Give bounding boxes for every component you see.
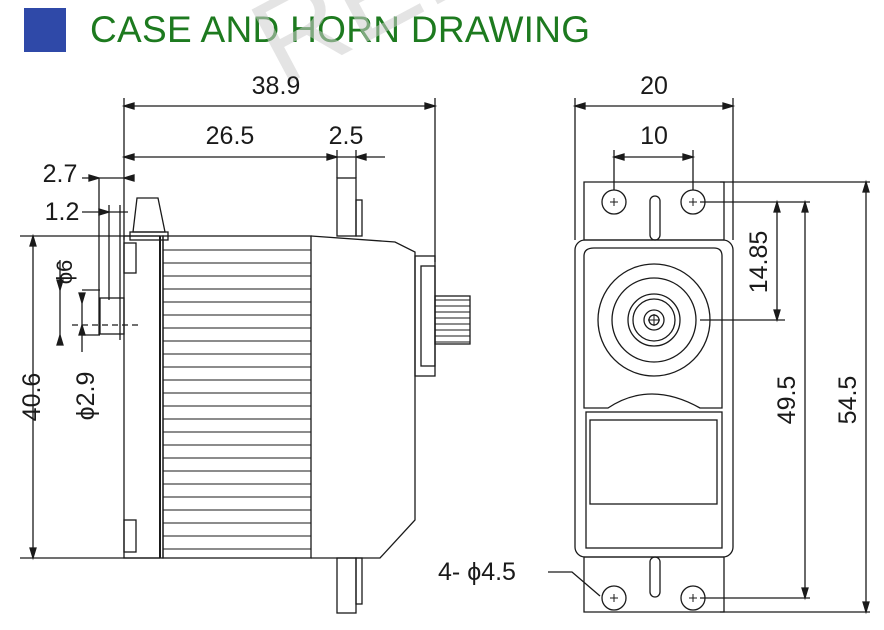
dim-front-mount-holes: 4- ϕ4.5: [438, 558, 516, 586]
dim-side-shaft: ϕ2.9: [72, 372, 100, 421]
page-title: CASE AND HORN DRAWING: [90, 9, 591, 50]
dim-front-hole-spacing: 10: [640, 122, 668, 150]
dim-side-body-height: 40.6: [18, 373, 46, 422]
front-view: [548, 98, 870, 615]
dim-side-total-width: 38.9: [252, 72, 301, 100]
svg-text:ϕ2.9: ϕ2.9: [72, 372, 100, 421]
dim-side-tab-thickness: 1.2: [45, 198, 80, 226]
dim-side-bearing: ϕ6: [52, 260, 77, 285]
svg-text:49.5: 49.5: [773, 376, 801, 425]
dim-front-total-length: 54.5: [834, 376, 862, 425]
svg-text:40.6: 40.6: [18, 373, 46, 422]
dim-front-hole-pitch: 49.5: [773, 376, 801, 425]
brand-square-icon: [24, 8, 66, 52]
dim-front-mount-hole-diameter: 4.5: [481, 558, 516, 586]
dim-side-shaft-diameter: 2.9: [72, 372, 100, 407]
diameter-symbol: ϕ: [52, 272, 77, 284]
side-view: [20, 98, 471, 614]
dim-side-spline-offset: 2.5: [329, 122, 364, 150]
body-ribs: [163, 249, 470, 550]
svg-text:14.85: 14.85: [745, 231, 773, 294]
diameter-symbol: ϕ: [467, 558, 481, 586]
dim-front-shaft-offset: 14.85: [745, 231, 773, 294]
header: CASE AND HORN DRAWING: [0, 0, 884, 70]
dim-side-bearing-diameter: 6: [52, 260, 77, 272]
hole-centers: [610, 198, 697, 602]
svg-text:ϕ6: ϕ6: [52, 260, 77, 285]
diameter-symbol: ϕ: [72, 406, 100, 420]
dim-front-total-width: 20: [640, 72, 668, 100]
svg-text:54.5: 54.5: [834, 376, 862, 425]
dim-side-flange-thickness: 2.7: [43, 160, 78, 188]
dim-side-body-width: 26.5: [206, 122, 255, 150]
